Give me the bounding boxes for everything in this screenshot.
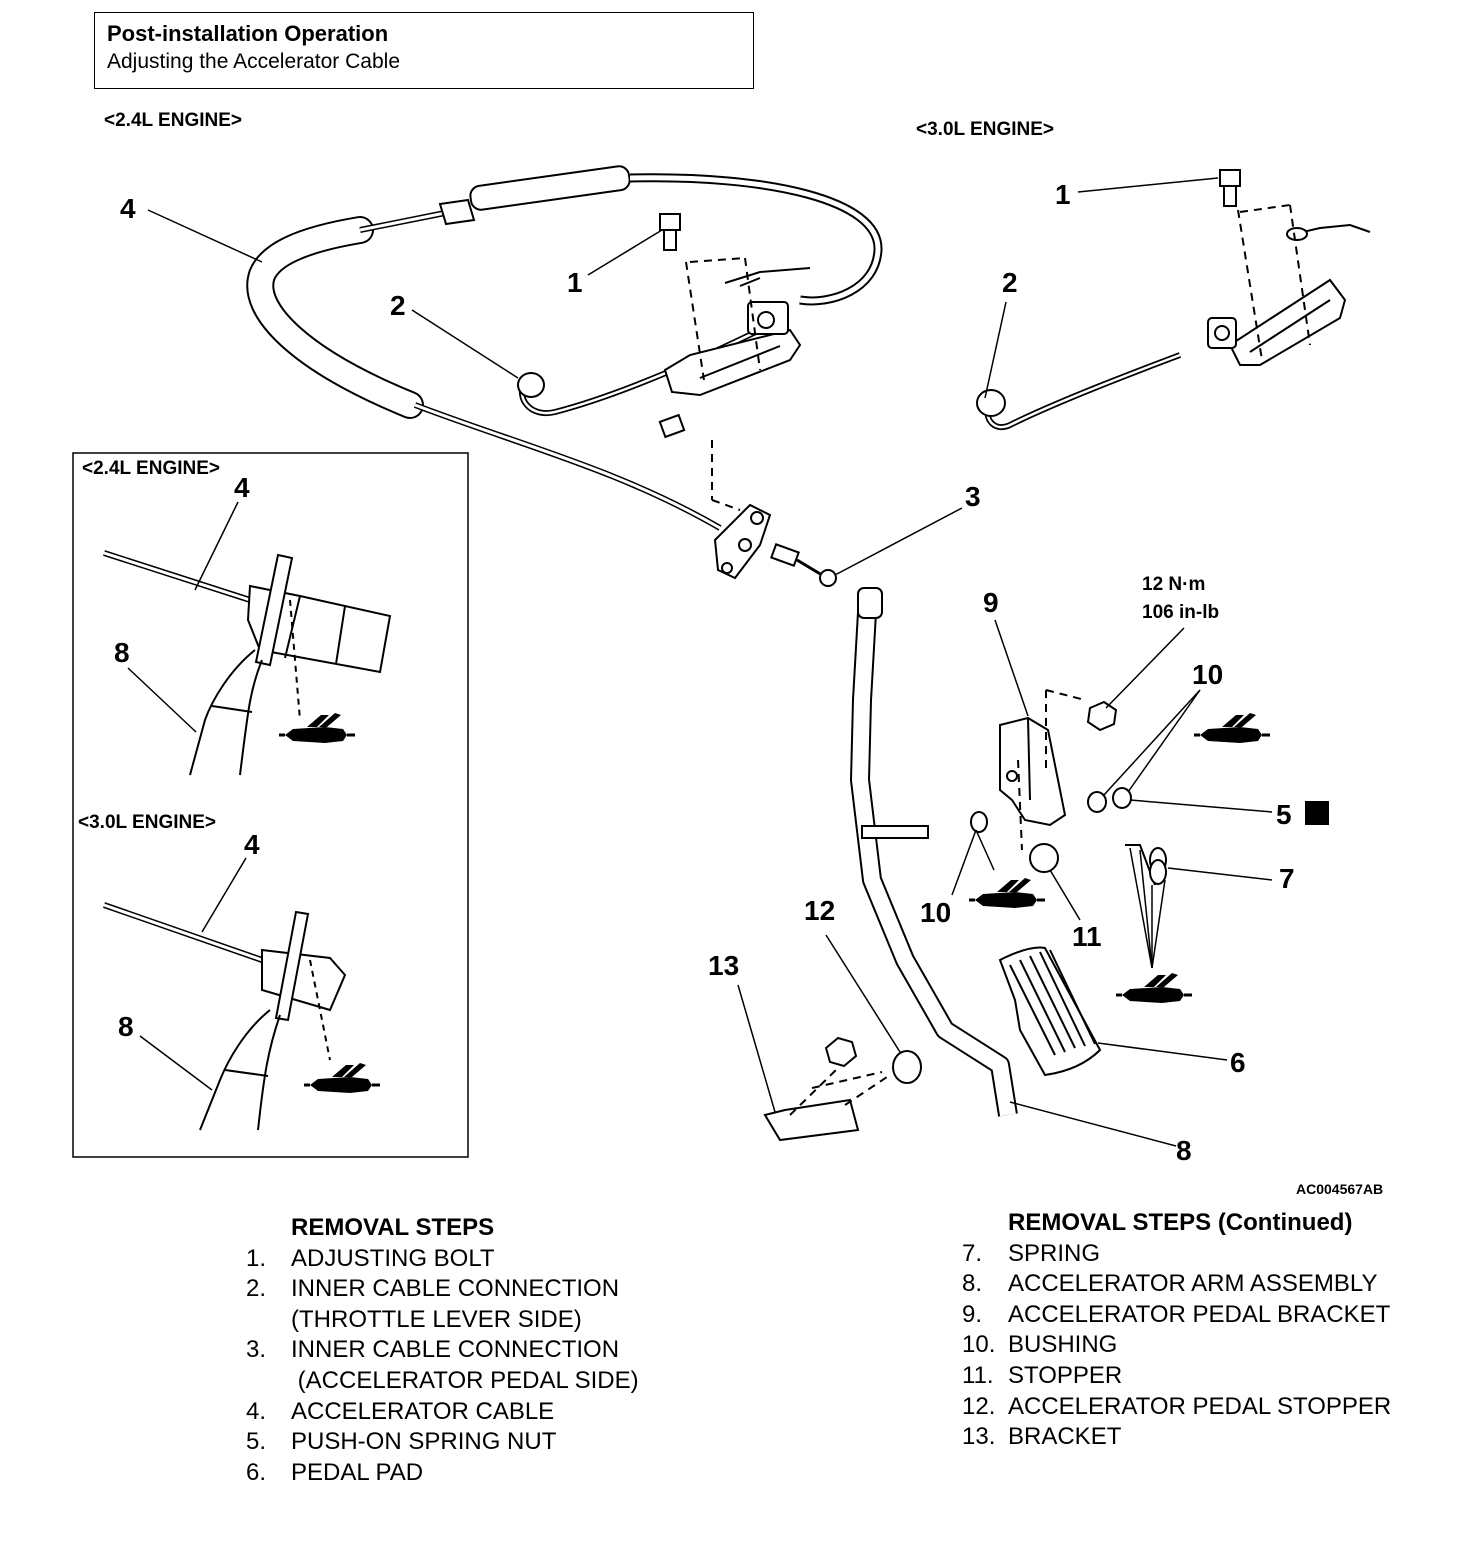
step-label: BUSHING bbox=[1008, 1331, 1118, 1359]
callout-3: 3 bbox=[965, 481, 981, 512]
throttle-bracket-24l bbox=[659, 213, 811, 397]
callout-8: 8 bbox=[1176, 1135, 1192, 1166]
step-label: PEDAL PAD bbox=[291, 1458, 424, 1486]
callout-5: 5 bbox=[1276, 799, 1292, 830]
step-label: ACCELERATOR CABLE bbox=[291, 1397, 555, 1425]
figure-code: AC004567AB bbox=[1296, 1181, 1383, 1197]
step-number: 1. bbox=[246, 1244, 267, 1272]
replace-badge-text: N bbox=[1310, 804, 1324, 826]
step-item: 3. INNER CABLE CONNECTION bbox=[246, 1335, 639, 1366]
step-item: 1. ADJUSTING BOLT bbox=[246, 1244, 639, 1275]
step-number: 2. bbox=[246, 1275, 267, 1303]
pedal-pad bbox=[998, 946, 1102, 1077]
step-number: 13. bbox=[962, 1423, 996, 1451]
step-number: 6. bbox=[246, 1458, 267, 1486]
step-item: 12. ACCELERATOR PEDAL STOPPER bbox=[962, 1392, 1391, 1423]
inset-engine-30l-label: <3.0L ENGINE> bbox=[78, 812, 216, 833]
spring bbox=[1125, 844, 1167, 886]
accelerator-arm-assembly bbox=[850, 587, 1018, 1117]
callout-1: 1 bbox=[1055, 179, 1071, 210]
step-item: 8. ACCELERATOR ARM ASSEMBLY bbox=[962, 1269, 1391, 1300]
removal-steps-list: REMOVAL STEPS 1. ADJUSTING BOLT 2. INNER CA… bbox=[246, 1213, 639, 1488]
callout-4: 4 bbox=[120, 193, 136, 224]
step-number: 4. bbox=[246, 1397, 267, 1425]
callout-6: 6 bbox=[1230, 1047, 1246, 1078]
callout-2: 2 bbox=[1002, 267, 1018, 298]
grease-icon bbox=[1192, 711, 1272, 745]
step-item: 6. PEDAL PAD bbox=[246, 1458, 639, 1489]
grease-icon bbox=[967, 876, 1047, 910]
callout-10: 10 bbox=[1192, 659, 1223, 690]
removal-steps-continued-heading: REMOVAL STEPS (Continued) bbox=[1008, 1209, 1353, 1236]
step-number: 8. bbox=[962, 1270, 983, 1298]
step-item: 10. BUSHING bbox=[962, 1330, 1391, 1361]
inset-callout-8: 8 bbox=[114, 637, 130, 668]
step-label: ACCELERATOR ARM ASSEMBLY bbox=[1008, 1270, 1378, 1298]
step-label: BRACKET bbox=[1008, 1423, 1122, 1451]
callout-9: 9 bbox=[983, 587, 999, 618]
engine-30l-label: <3.0L ENGINE> bbox=[916, 119, 1054, 140]
step-number: 9. bbox=[962, 1300, 983, 1328]
callout-10: 10 bbox=[920, 897, 951, 928]
header-box: Post-installation Operation Adjusting th… bbox=[94, 12, 754, 89]
step-label: INNER CABLE CONNECTION bbox=[291, 1336, 620, 1364]
cable-end-pedal-side bbox=[658, 413, 837, 587]
step-number: 7. bbox=[962, 1239, 983, 1267]
accelerator-cable-30l bbox=[976, 223, 1371, 430]
replace-part-badge bbox=[1305, 801, 1329, 825]
step-number: 3. bbox=[246, 1336, 267, 1364]
accelerator-pedal-bracket bbox=[970, 689, 1132, 873]
pedal-stopper-and-bracket bbox=[763, 1036, 922, 1142]
callout-7: 7 bbox=[1279, 863, 1295, 894]
torque-nm-label: 12 N·m bbox=[1142, 574, 1205, 595]
removal-steps-heading: REMOVAL STEPS bbox=[291, 1214, 495, 1241]
step-number: 5. bbox=[246, 1428, 267, 1456]
throttle-bracket-30l bbox=[1207, 169, 1347, 366]
step-label: (ACCELERATOR PEDAL SIDE) bbox=[291, 1366, 639, 1394]
leader-lines bbox=[147, 177, 1273, 1147]
step-item: 7. SPRING bbox=[962, 1239, 1391, 1270]
step-label: SPRING bbox=[1008, 1239, 1101, 1267]
step-item: (ACCELERATOR PEDAL SIDE) bbox=[246, 1366, 639, 1397]
step-label: (THROTTLE LEVER SIDE) bbox=[291, 1305, 582, 1333]
step-item: 5. PUSH-ON SPRING NUT bbox=[246, 1427, 639, 1458]
step-label: INNER CABLE CONNECTION bbox=[291, 1275, 620, 1303]
step-number: 12. bbox=[962, 1392, 996, 1420]
accelerator-cable-24l bbox=[246, 165, 883, 531]
engine-24l-label: <2.4L ENGINE> bbox=[104, 110, 242, 131]
step-label: PUSH-ON SPRING NUT bbox=[291, 1428, 557, 1456]
step-number: 10. bbox=[962, 1331, 996, 1359]
step-label: STOPPER bbox=[1008, 1361, 1123, 1389]
grease-icon bbox=[1114, 971, 1194, 1005]
step-label: ACCELERATOR PEDAL STOPPER bbox=[1008, 1392, 1392, 1420]
inset-callout-8: 8 bbox=[118, 1011, 134, 1042]
inset-callout-4: 4 bbox=[234, 472, 250, 503]
inset-engine-24l-label: <2.4L ENGINE> bbox=[82, 458, 220, 479]
step-number: 11. bbox=[962, 1361, 994, 1389]
callout-1: 1 bbox=[567, 267, 583, 298]
step-item: 4. ACCELERATOR CABLE bbox=[246, 1397, 639, 1428]
callout-13: 13 bbox=[708, 950, 739, 981]
page-subtitle: Adjusting the Accelerator Cable bbox=[107, 50, 401, 73]
step-item: 9. ACCELERATOR PEDAL BRACKET bbox=[962, 1300, 1391, 1331]
callout-12: 12 bbox=[804, 895, 835, 926]
step-item: 2. INNER CABLE CONNECTION bbox=[246, 1274, 639, 1305]
step-label: ACCELERATOR PEDAL BRACKET bbox=[1008, 1300, 1391, 1328]
page-title: Post-installation Operation bbox=[107, 21, 389, 46]
inset-callout-4: 4 bbox=[244, 829, 260, 860]
step-item: 13. BRACKET bbox=[962, 1422, 1391, 1453]
torque-inlb-label: 106 in-lb bbox=[1142, 602, 1219, 623]
removal-steps-continued-list: REMOVAL STEPS (Continued) 7. SPRING 8. ACCE… bbox=[962, 1208, 1391, 1453]
step-item: (THROTTLE LEVER SIDE) bbox=[246, 1305, 639, 1336]
step-item: 11. STOPPER bbox=[962, 1361, 1391, 1392]
step-label: ADJUSTING BOLT bbox=[291, 1244, 495, 1272]
callout-11: 11 bbox=[1072, 921, 1102, 952]
inset-adjustment-detail bbox=[72, 452, 469, 1158]
callout-2: 2 bbox=[390, 290, 406, 321]
